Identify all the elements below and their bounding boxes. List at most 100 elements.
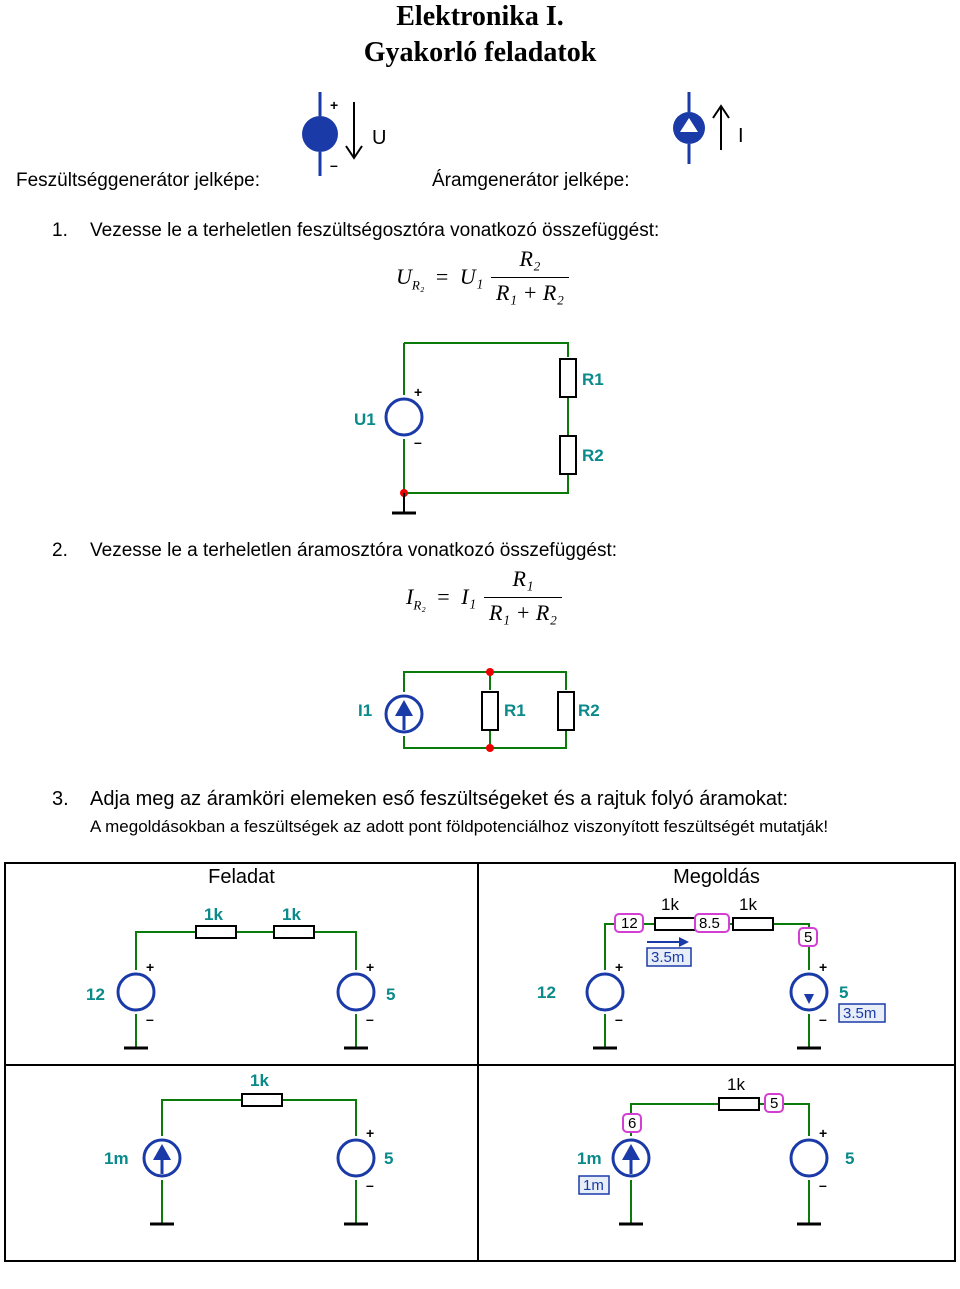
resistor-label: 1k [250, 1071, 269, 1090]
i1-label: I1 [358, 701, 372, 720]
node-top [486, 668, 494, 676]
r1-resistor [481, 691, 499, 731]
node-voltage-right: 5 [770, 1095, 778, 1112]
task1-text: Vezesse le a terheletlen feszültségosztó… [90, 220, 660, 241]
source-left-minus: – [146, 1011, 154, 1027]
formula-equals: = [435, 264, 449, 289]
node-voltage-mid: 8.5 [699, 915, 720, 932]
solution-cell-a: Megoldás 1k 1k 12 8.5 5 [477, 862, 956, 1066]
current-arrow-icon [679, 937, 689, 947]
source-left-label: 12 [86, 985, 105, 1004]
voltage-source-label: 5 [845, 1149, 854, 1168]
resistor [241, 1093, 283, 1107]
source-right [789, 972, 829, 1012]
current-source [142, 1138, 182, 1178]
current-source-arrow-icon [622, 1144, 640, 1160]
voltage-label: U [372, 127, 386, 149]
voltage-arrow-head [345, 145, 363, 160]
formula-lhs-sub: R₂ [413, 597, 426, 613]
source-left-plus: + [146, 959, 154, 975]
task2-number: 2. [52, 540, 68, 561]
formula-lhs: I [406, 584, 414, 609]
resistor-right-label: 1k [739, 895, 757, 914]
resistor-left-label: 1k [204, 905, 223, 924]
current-value: 3.5m [651, 949, 684, 966]
task2-formula-numerator: R₁ [512, 566, 534, 591]
circuit-b-task: 1k 1m + – 5 [104, 1071, 393, 1226]
wire-a-left [135, 931, 196, 970]
wire-top [404, 342, 569, 357]
resistor-label: 1k [727, 1075, 745, 1094]
wire-top [403, 671, 567, 692]
source-left [585, 972, 625, 1012]
node-bottom [486, 744, 494, 752]
current-arrow-head [712, 104, 730, 119]
r2-resistor [559, 435, 577, 475]
task2-formula: IR₂ = I₁ [406, 584, 476, 613]
node-voltage-box-left [614, 913, 644, 933]
task1-formula-numerator: R₂ [519, 246, 541, 271]
task1-number: 1. [52, 220, 68, 241]
source-right-label: 5 [386, 985, 395, 1004]
r2-label: R2 [578, 701, 600, 720]
current-source-arrow [680, 118, 698, 132]
task-cell-a: Feladat 1k 1k + – + – 12 [4, 862, 479, 1066]
page-subtitle: Gyakorló feladatok [363, 37, 597, 68]
wire-bottom [403, 730, 567, 749]
formula-coef: I₁ [461, 584, 477, 609]
resistor-right-label: 1k [282, 905, 301, 924]
task1-fraction-bar [491, 277, 569, 278]
current-value-right: 3.5m [843, 1005, 876, 1022]
current-box [578, 1175, 610, 1195]
source-left-label: 12 [537, 983, 556, 1002]
page-title: Elektronika I. [396, 1, 564, 32]
circuit-b-solution: 1k 5 6 1m 1m + – 5 [577, 1075, 854, 1226]
voltage-source [336, 1138, 376, 1178]
wire-b-left [161, 1099, 242, 1136]
u1-plus: + [414, 384, 422, 400]
plus-sign: + [330, 97, 338, 113]
current-divider-circuit: I1 R1 R2 [358, 668, 600, 752]
voltage-source-body [302, 116, 338, 152]
solution-cell-b: 1k 5 6 1m 1m + – 5 [477, 1064, 956, 1262]
current-source-label: 1m [577, 1149, 602, 1168]
task2-fraction-bar [484, 597, 562, 598]
circuit-a-task: 1k 1k + – + – 12 5 [86, 905, 395, 1050]
r2-label: R2 [582, 446, 604, 465]
wire-a-right [314, 931, 357, 970]
col-header-solution: Megoldás [673, 866, 760, 888]
current-source-arrow-icon [153, 1144, 171, 1160]
current-label: I [738, 125, 744, 147]
r1-label: R1 [582, 370, 604, 389]
resistor-left [195, 925, 237, 939]
i1-source [384, 694, 424, 734]
node-voltage-box-left [622, 1113, 642, 1133]
voltage-source-plus: + [819, 1125, 827, 1141]
task2-text: Vezesse le a terheletlen áramosztóra von… [90, 540, 618, 561]
wire-b-right [282, 1099, 357, 1136]
current-box-right [838, 1003, 886, 1023]
u1-source [384, 397, 424, 437]
wire-a-right [773, 923, 810, 970]
col-header-task: Feladat [208, 866, 275, 888]
circuit-a-solution: 1k 1k 12 8.5 5 3.5m + – + – 12 [537, 895, 886, 1050]
source-left-minus: – [615, 1011, 623, 1027]
minus-sign: – [330, 157, 338, 173]
task3-table: Feladat 1k 1k + – + – 12 [4, 862, 956, 1262]
u1-minus: – [414, 434, 422, 450]
task-cell-b: 1k 1m + – 5 [4, 1064, 479, 1262]
formula-lhs-sub: R₂ [411, 277, 425, 293]
current-box [646, 947, 692, 967]
task1-formula-denominator: R₁ + R₂ [495, 280, 565, 305]
task3-text: Adja meg az áramköri elemeken eső feszül… [90, 788, 789, 810]
i1-arrow-icon [395, 700, 413, 716]
node-voltage-box-mid [694, 913, 730, 933]
current-source [611, 1138, 651, 1178]
node-voltage-box-right [798, 927, 818, 947]
task2-formula-denominator: R₁ + R₂ [488, 600, 558, 625]
voltage-source-minus: – [366, 1177, 374, 1193]
source-left-plus: + [615, 959, 623, 975]
source-right-current-arrow-icon [804, 994, 814, 1004]
resistor-left [654, 917, 696, 931]
source-right-minus: – [366, 1011, 374, 1027]
